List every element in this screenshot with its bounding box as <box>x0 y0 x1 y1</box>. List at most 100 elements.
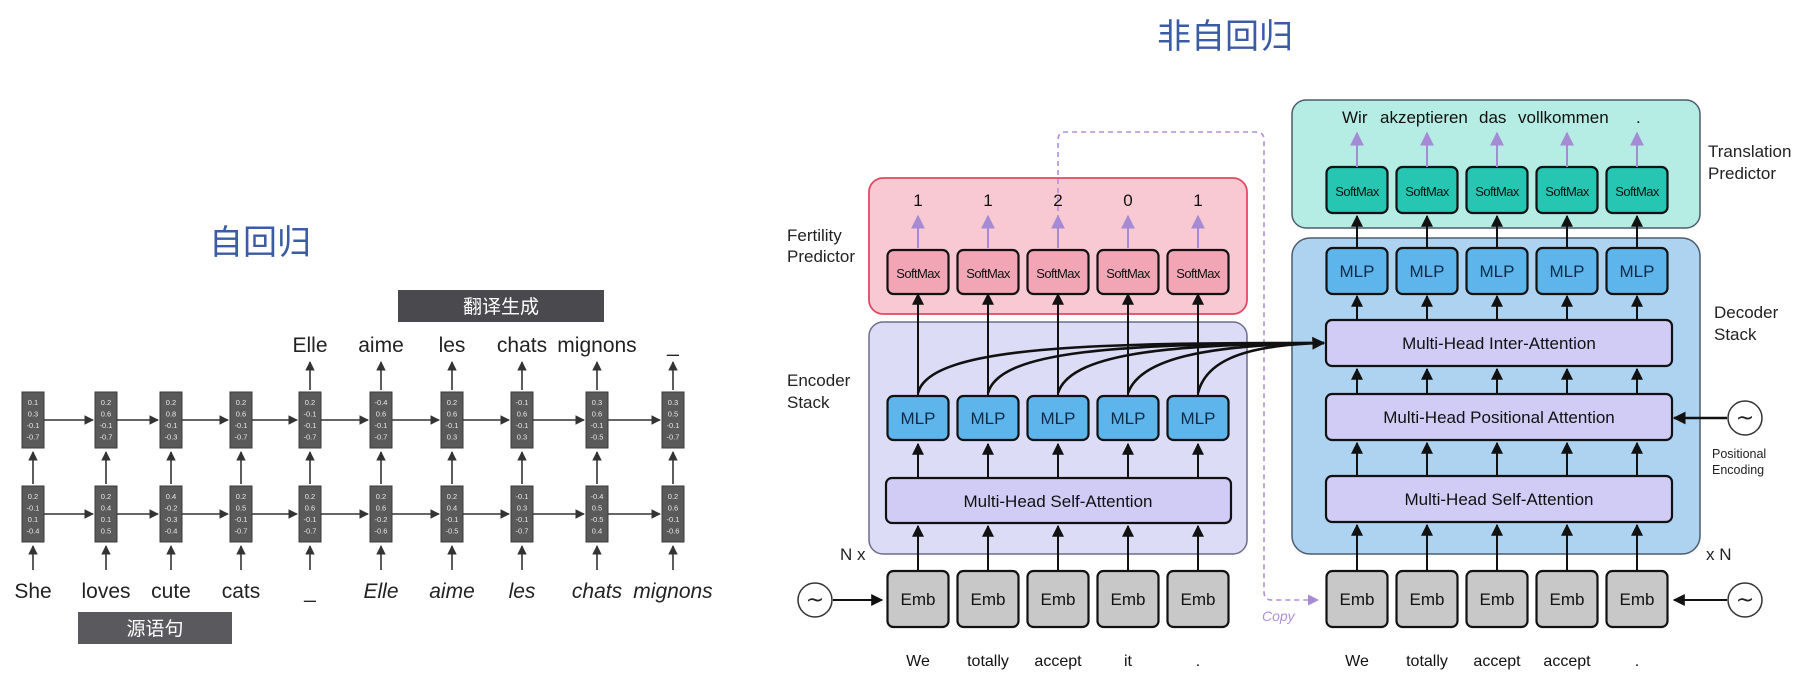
decoder-emb-box-label: Emb <box>1340 590 1375 609</box>
top-cell-value: 0.1 <box>28 398 38 407</box>
decoder-input-word: accept <box>1543 653 1591 670</box>
top-cell-value: -0.7 <box>375 433 388 442</box>
encoder-to-decoder-curve-5 <box>1196 336 1326 394</box>
decoder-input-word: accept <box>1473 653 1521 670</box>
top-cell-value: 0.2 <box>101 398 111 407</box>
decoder-stack-label-line1: Decoder <box>1714 303 1779 322</box>
top-cell-value: -0.7 <box>27 433 40 442</box>
encoder-mlp-box-label: MLP <box>1181 409 1216 428</box>
encoder-input-word: accept <box>1034 653 1082 670</box>
source-banner <box>78 612 232 644</box>
source-word: She <box>14 580 51 603</box>
bottom-cell-value: 0.5 <box>592 504 602 513</box>
top-cell-value: 0.6 <box>376 410 386 419</box>
source-word: loves <box>81 580 130 603</box>
top-cell-value: -0.1 <box>100 421 113 430</box>
bottom-cell-value: -0.5 <box>591 515 604 524</box>
fertility-softmax-box-label: SoftMax <box>1036 266 1081 281</box>
bottom-cell-value: 0.6 <box>376 504 386 513</box>
source-word: chats <box>572 580 623 603</box>
bottom-cell-value: 0.4 <box>447 504 457 513</box>
top-cell-value: 0.6 <box>517 410 527 419</box>
source-word: cats <box>222 580 261 603</box>
decoder-self-attention-block <box>1324 474 1674 524</box>
top-cell-value: -0.1 <box>304 410 317 419</box>
fertility-value: 1 <box>983 191 992 210</box>
encoder-emb-box-label: Emb <box>901 590 936 609</box>
top-cell-value: -0.1 <box>446 421 459 430</box>
output-word: chats <box>497 334 547 357</box>
translation-output-word-2: akzeptieren <box>1380 108 1468 127</box>
encoder-emb-box-label: Emb <box>1181 590 1216 609</box>
positional-encoding-symbol <box>1727 400 1763 436</box>
encoder-self-attention-label: Multi-Head Self-Attention <box>964 492 1153 511</box>
non-autoregressive-columns: WeEmbMLPSoftMax1totallyEmbMLPSoftMax1acc… <box>886 131 1669 670</box>
translation-output-word-4: vollkommen <box>1518 108 1609 127</box>
top-cell-value: 0.6 <box>236 410 246 419</box>
encoder-input-word: totally <box>967 653 1009 670</box>
positional-encoding-wave: ~ <box>1736 406 1754 431</box>
fertility-predictor-label-line2: Predictor <box>787 247 855 266</box>
bottom-cell-value: -0.4 <box>165 527 178 536</box>
bottom-cell-value: -0.7 <box>516 527 529 536</box>
decoder-repeat-label: x N <box>1706 545 1732 564</box>
bottom-cell-value: -0.2 <box>165 504 178 513</box>
positional-encoding-label-line1: Positional <box>1712 447 1766 461</box>
copy-dashed-arrow <box>1057 131 1320 606</box>
top-cell-value: -0.1 <box>304 421 317 430</box>
top-cell-value: 0.3 <box>517 433 527 442</box>
fertility-softmax-box <box>1166 248 1230 296</box>
translation-output-word-5: . <box>1636 108 1641 127</box>
top-cell-value: -0.1 <box>591 421 604 430</box>
top-cell-value: 0.3 <box>28 410 38 419</box>
top-cell-value: 0.8 <box>166 410 176 419</box>
bottom-cell-value: 0.2 <box>305 492 315 501</box>
encoder-mlp-box-label: MLP <box>971 409 1006 428</box>
translation-softmax-box-label: SoftMax <box>1615 184 1660 199</box>
fertility-predictor-label-line1: Fertility <box>787 226 842 245</box>
bottom-cell-value: -0.1 <box>304 515 317 524</box>
fertility-softmax-box-label: SoftMax <box>966 266 1011 281</box>
decoder-mlp-box-label: MLP <box>1340 262 1375 281</box>
source-banner-label: 源语句 <box>126 618 183 640</box>
encoder-input-word: . <box>1196 653 1200 670</box>
fertility-softmax-box <box>1096 248 1160 296</box>
decoder-input-word: . <box>1635 653 1639 670</box>
top-cell-value: 0.2 <box>447 398 457 407</box>
bottom-cell-value: 0.4 <box>592 527 602 536</box>
bottom-cell-value: 0.6 <box>668 504 678 513</box>
decoder-inter-attention-block <box>1324 318 1674 368</box>
fertility-value: 1 <box>913 191 922 210</box>
encoder-emb-box-label: Emb <box>971 590 1006 609</box>
top-cell-value: -0.1 <box>27 421 40 430</box>
top-cell-value: 0.2 <box>166 398 176 407</box>
decoder-emb-box-label: Emb <box>1410 590 1445 609</box>
target-banner <box>398 290 604 322</box>
decoder-input-encoding-symbol <box>1727 582 1763 618</box>
decoder-emb-box-label: Emb <box>1480 590 1515 609</box>
fertility-softmax-box-label: SoftMax <box>896 266 941 281</box>
bottom-cell-value: -0.4 <box>591 492 604 501</box>
decoder-mlp-box-label: MLP <box>1410 262 1445 281</box>
top-cell-value: 0.2 <box>305 398 315 407</box>
encoder-to-decoder-curve-3 <box>1056 341 1325 394</box>
fertility-value: 0 <box>1123 191 1132 210</box>
source-word: mignons <box>633 580 713 603</box>
source-word: _ <box>303 580 316 603</box>
bottom-cell-value: 0.1 <box>101 515 111 524</box>
encoder-stack-label-line1: Encoder <box>787 371 851 390</box>
encoder-mlp-box-label: MLP <box>1111 409 1146 428</box>
translation-output-word-3: das <box>1479 108 1506 127</box>
translation-softmax-box-label: SoftMax <box>1545 184 1590 199</box>
bottom-cell-value: -0.4 <box>27 527 40 536</box>
source-word: aime <box>429 580 475 603</box>
encoder-emb-box-label: Emb <box>1111 590 1146 609</box>
translation-softmax-box-label: SoftMax <box>1475 184 1520 199</box>
top-hidden-cell <box>661 391 685 449</box>
encoder-to-decoder-curve-4 <box>1126 341 1325 394</box>
source-word: Elle <box>363 580 398 603</box>
fertility-softmax-box-label: SoftMax <box>1176 266 1221 281</box>
output-word: Elle <box>292 334 327 357</box>
